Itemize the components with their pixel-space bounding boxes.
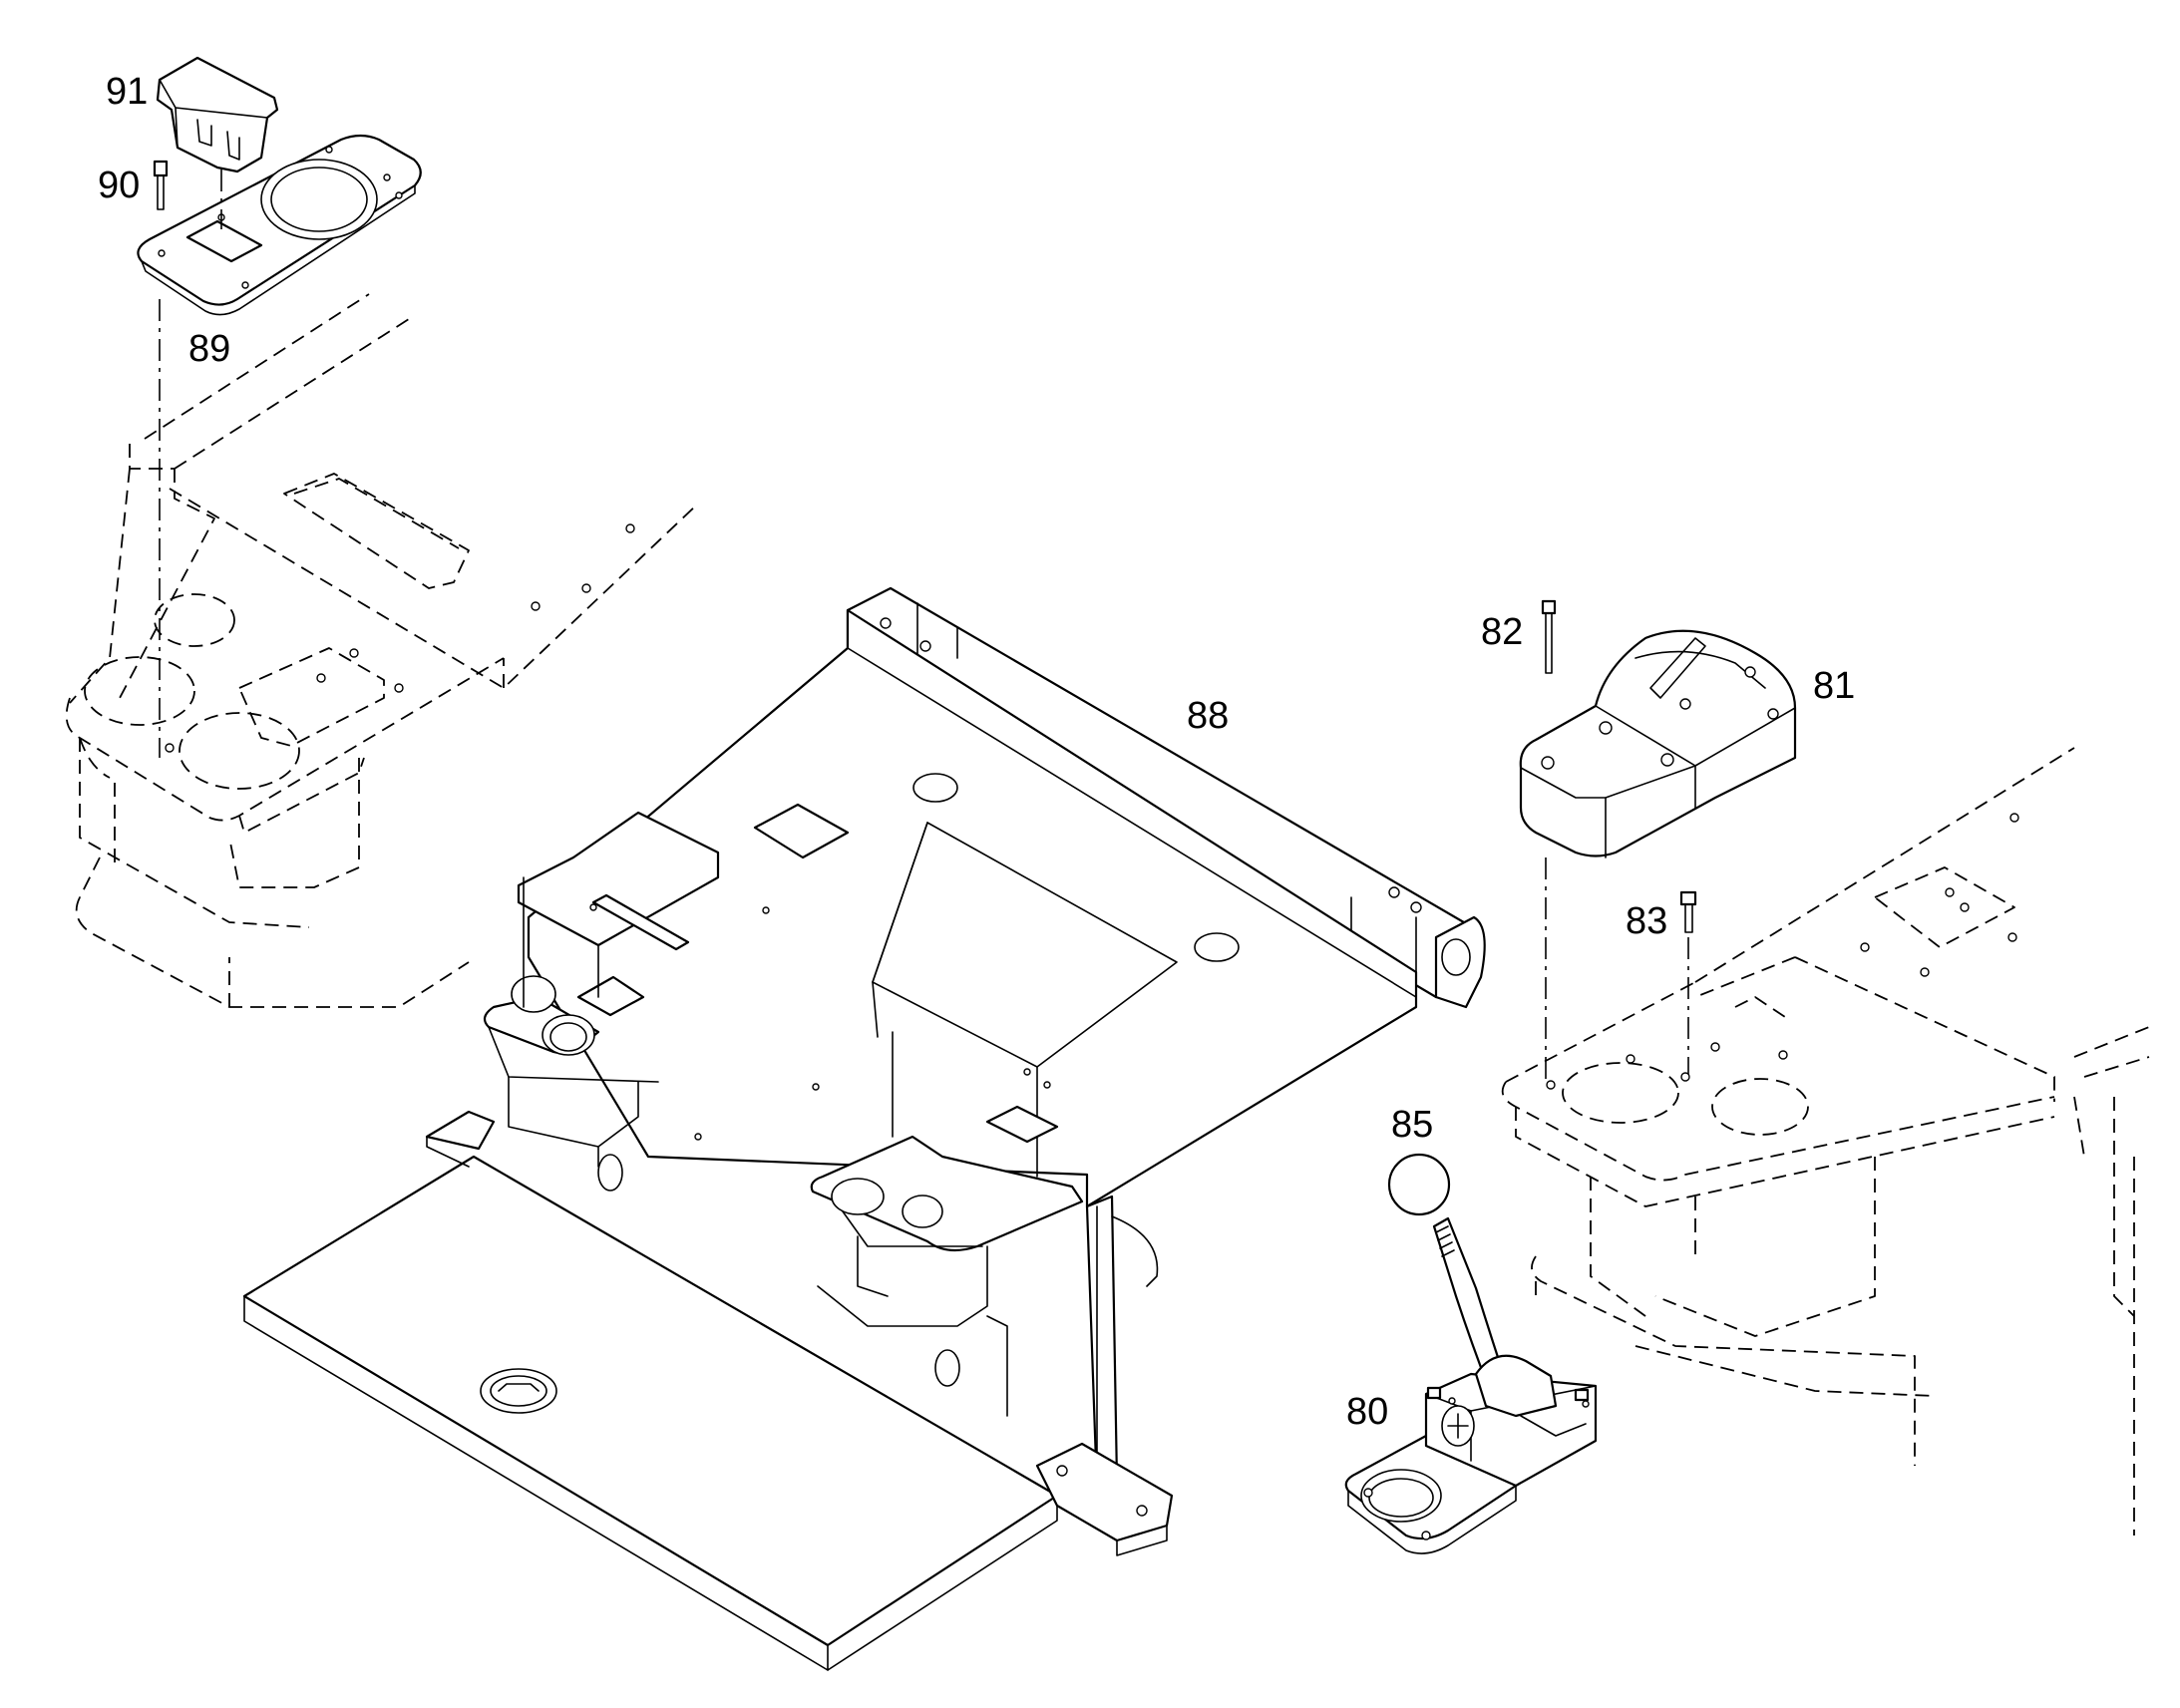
callout-90: 90 xyxy=(98,165,140,206)
part-80-lever-assembly xyxy=(1344,1216,1598,1554)
callout-82: 82 xyxy=(1481,611,1523,653)
part-89-plate xyxy=(137,134,422,316)
part-90-screw xyxy=(153,160,169,210)
callout-81: 81 xyxy=(1813,665,1855,707)
part-83-bolt xyxy=(1679,890,1697,933)
part-91-cap xyxy=(156,56,279,173)
callout-88: 88 xyxy=(1187,695,1229,737)
callout-91: 91 xyxy=(106,71,148,113)
part-82-bolt xyxy=(1541,599,1557,674)
callout-85: 85 xyxy=(1391,1104,1433,1146)
callout-80: 80 xyxy=(1346,1391,1388,1433)
phantom-console-left xyxy=(65,293,699,1008)
phantom-console-right xyxy=(1501,747,2150,1536)
callout-89: 89 xyxy=(188,328,230,370)
callout-83: 83 xyxy=(1626,900,1667,942)
part-88-main-frame xyxy=(242,586,1486,1671)
part-85-knob xyxy=(1387,1153,1451,1216)
part-81-control-module xyxy=(1519,629,1797,858)
